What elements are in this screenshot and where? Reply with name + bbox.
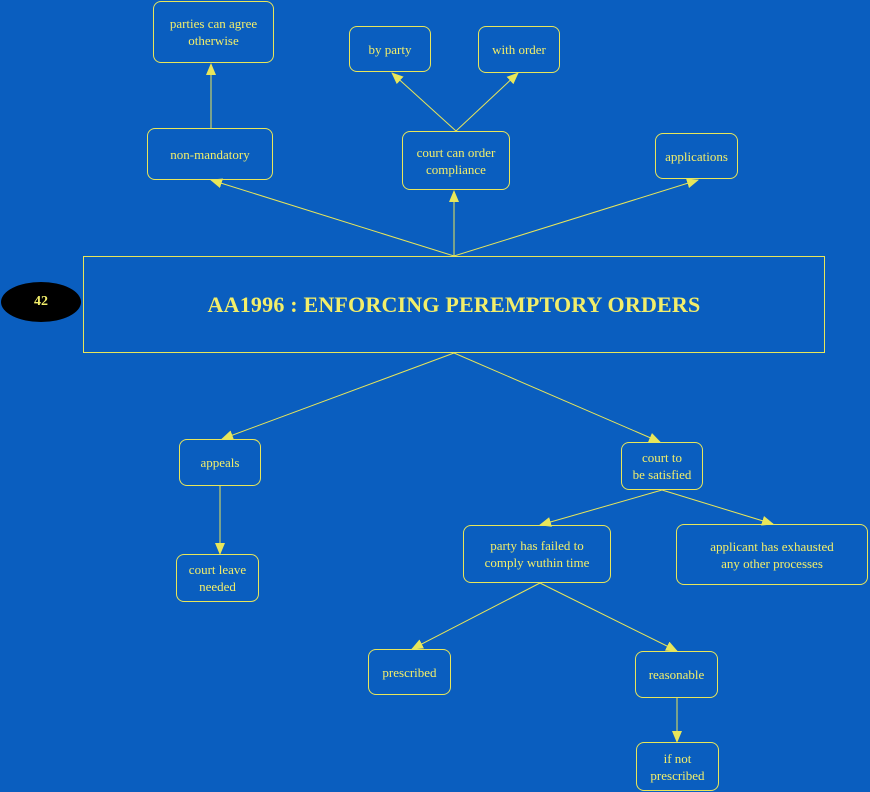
node-court-leave: court leave needed (176, 554, 259, 602)
diagram-title: AA1996 : ENFORCING PEREMPTORY ORDERS (207, 291, 701, 317)
node-appeals: appeals (179, 439, 261, 486)
title-box: AA1996 : ENFORCING PEREMPTORY ORDERS (83, 256, 825, 353)
edge-satisfied-party-failed (539, 489, 663, 527)
edge-court-by-party (391, 72, 457, 132)
node-with-order: with order (478, 26, 560, 73)
node-parties-can-agree: parties can agree otherwise (153, 1, 274, 63)
node-court-to-be-satisfied: court to be satisfied (621, 442, 703, 490)
edge-title-non-mandatory (210, 178, 455, 257)
node-party-failed: party has failed to comply wuthin time (463, 525, 611, 583)
edge-title-applications (453, 178, 699, 257)
edge-failed-prescribed (411, 582, 541, 650)
slide-number-badge: 42 (1, 282, 81, 322)
node-if-not-prescribed: if not prescribed (636, 742, 719, 791)
node-applications: applications (655, 133, 738, 179)
edge-court-with-order (455, 72, 519, 132)
node-applicant-exhausted: applicant has exhausted any other proces… (676, 524, 868, 585)
edge-title-appeals (221, 352, 455, 440)
edge-satisfied-applicant (661, 489, 774, 526)
node-non-mandatory: non-mandatory (147, 128, 273, 180)
node-reasonable: reasonable (635, 651, 718, 698)
edge-title-court-satisfied (453, 352, 661, 443)
node-court-can-order: court can order compliance (402, 131, 510, 190)
node-by-party: by party (349, 26, 431, 72)
edge-failed-reasonable (539, 582, 678, 652)
node-prescribed: prescribed (368, 649, 451, 695)
